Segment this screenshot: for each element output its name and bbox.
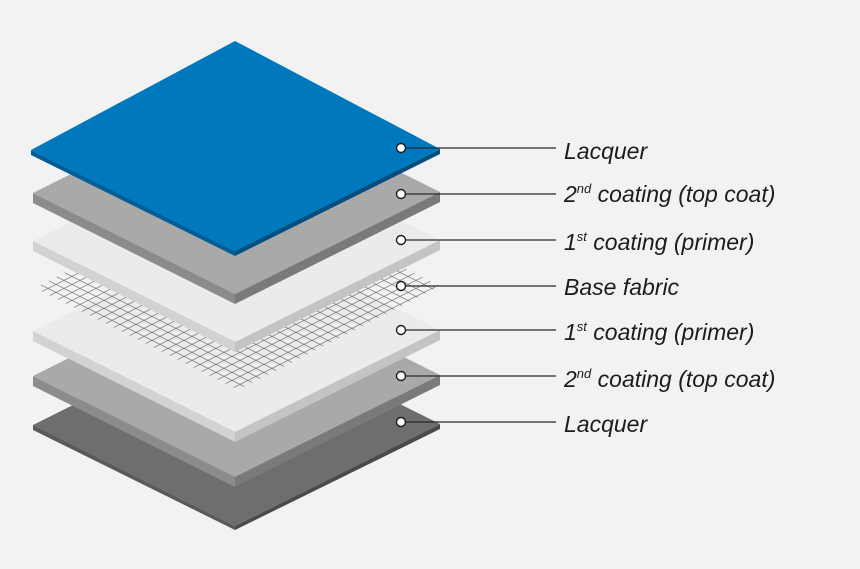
label-lacquer-bottom: Lacquer — [564, 411, 648, 437]
label-primer-bottom: 1st coating (primer) — [564, 319, 755, 345]
label-primer-top: 1st coating (primer) — [564, 229, 755, 255]
leader-lacquer-bottom — [395, 416, 556, 428]
leader-topcoat-bottom — [395, 370, 556, 382]
leader-lacquer-top — [395, 142, 556, 154]
label-topcoat-top: 2nd coating (top coat) — [564, 181, 776, 207]
label-base-fabric: Base fabric — [564, 274, 680, 300]
label-topcoat-bottom: 2nd coating (top coat) — [564, 366, 776, 392]
leader-topcoat-top — [395, 188, 556, 200]
leader-primer-top — [395, 234, 556, 246]
leader-base-fabric — [395, 280, 556, 292]
layer-lacquer-top — [31, 41, 440, 256]
label-lacquer-top: Lacquer — [564, 138, 648, 164]
leader-primer-bottom — [395, 324, 556, 336]
